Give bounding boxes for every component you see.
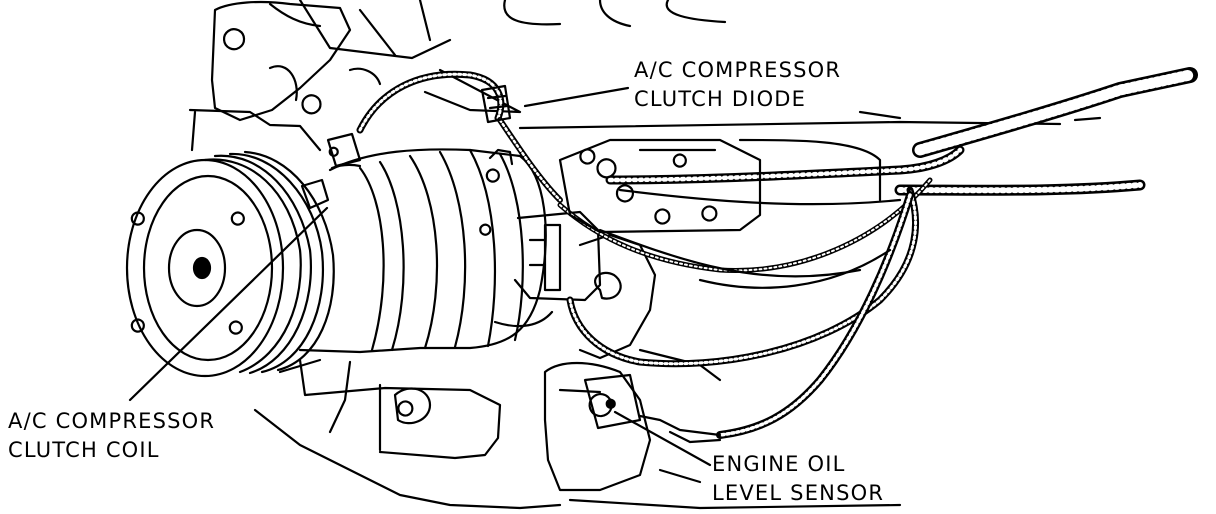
leader-line-oil-sensor (613, 410, 712, 467)
label-coil-line-1: A/C COMPRESSOR (8, 409, 216, 433)
label-diode-line-1: A/C COMPRESSOR (634, 58, 842, 82)
oil-level-sensor (583, 373, 642, 430)
label-ac-compressor-clutch-coil: A/C COMPRESSOR CLUTCH COIL (8, 407, 215, 465)
compressor-body (298, 148, 657, 360)
label-ac-compressor-clutch-diode: A/C COMPRESSOR CLUTCH DIODE (634, 56, 841, 114)
leader-line-coil (128, 206, 329, 402)
label-coil-line-2: CLUTCH COIL (8, 438, 160, 462)
starter-assembly (558, 138, 882, 234)
label-oil-line-2: LEVEL SENSOR (712, 481, 885, 505)
label-oil-line-1: ENGINE OIL (712, 452, 846, 476)
wiring-harness (356, 67, 1198, 444)
compressor-clutch-diode (480, 84, 512, 124)
label-diode-line-2: CLUTCH DIODE (634, 87, 807, 111)
compressor-clutch-coil-connector (300, 132, 362, 210)
engine-block (188, 0, 1102, 510)
label-engine-oil-level-sensor: ENGINE OIL LEVEL SENSOR (712, 450, 884, 508)
leader-line-diode (523, 86, 630, 108)
